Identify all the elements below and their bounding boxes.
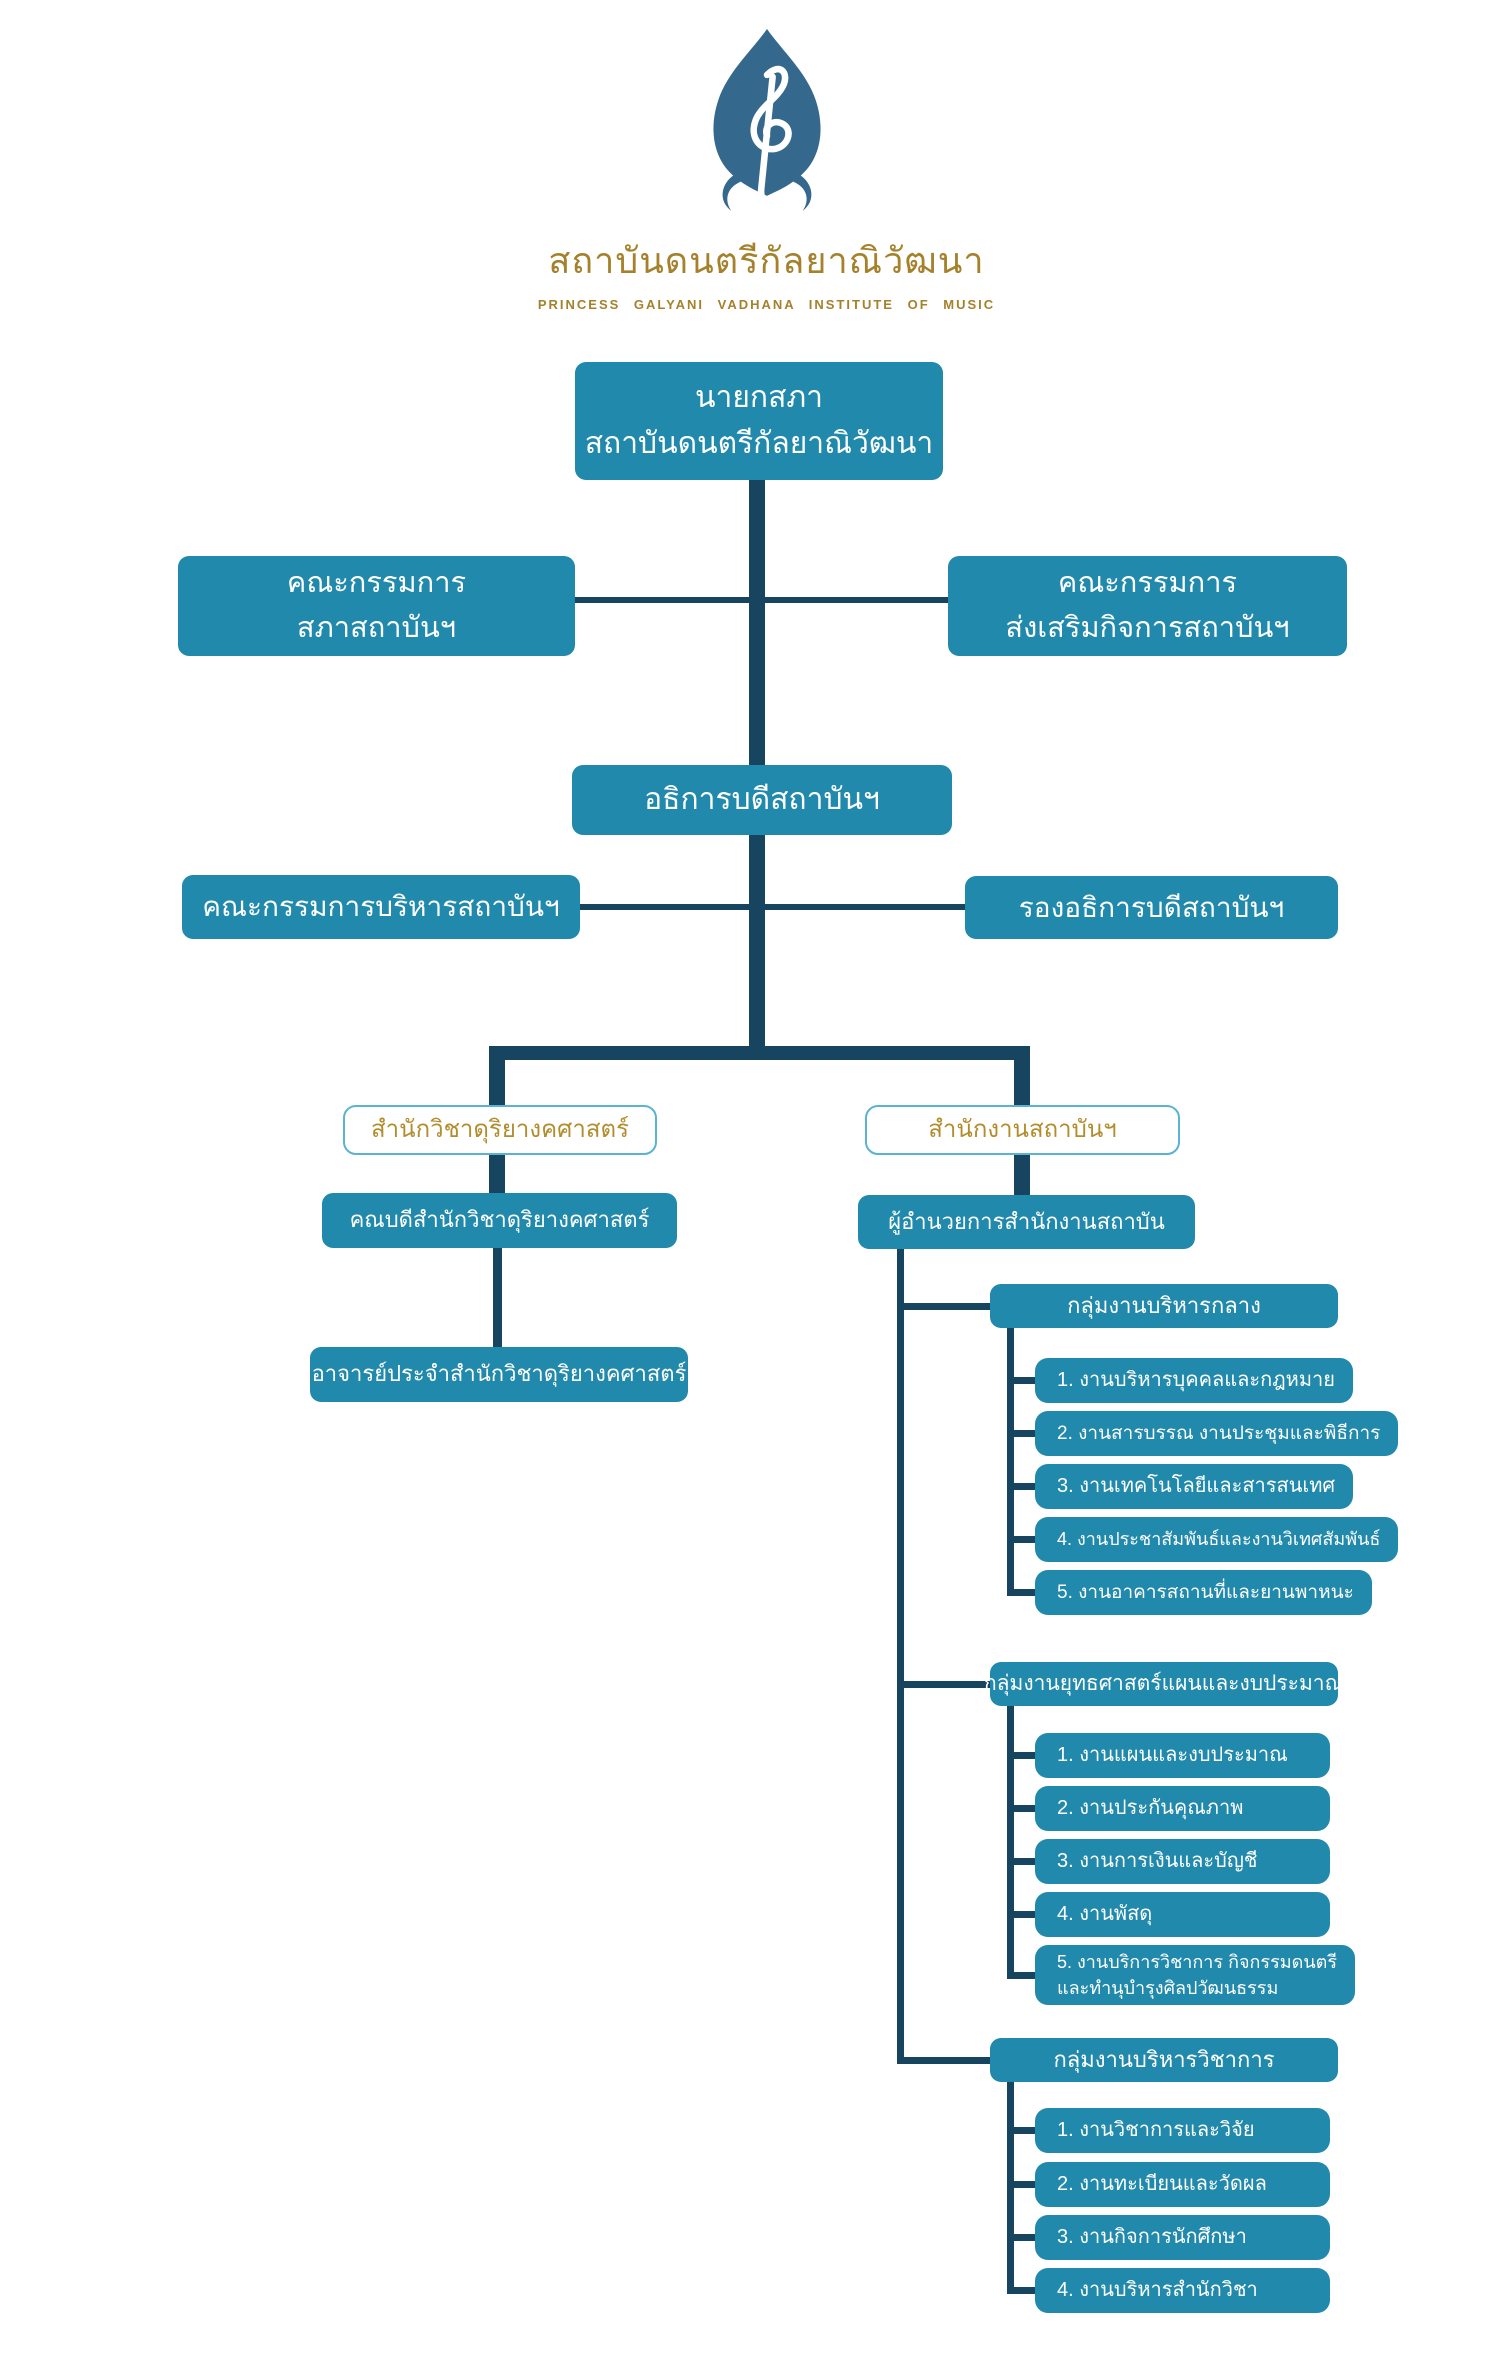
group-item: 4. งานพัสดุ bbox=[1035, 1892, 1330, 1937]
node-executive-committee: คณะกรรมการบริหารสถาบันฯ bbox=[182, 875, 580, 939]
group-item: 2. งานประกันคุณภาพ bbox=[1035, 1786, 1330, 1831]
connector-group2-stub bbox=[897, 1681, 990, 1688]
node-dean: คณบดีสำนักวิชาดุริยางคศาสตร์ bbox=[322, 1193, 677, 1248]
lotus-treble-clef-icon bbox=[712, 28, 821, 216]
node-promotion-committee: คณะกรรมการ ส่งเสริมกิจการสถาบันฯ bbox=[948, 556, 1347, 656]
group-item: 2. งานสารบรรณ งานประชุมและพิธีการ bbox=[1035, 1411, 1399, 1456]
group-item: 1. งานบริหารบุคคลและกฎหมาย bbox=[1035, 1358, 1353, 1403]
group-strategy-budget-header: กลุ่มงานยุทธศาสตร์แผนและงบประมาณ bbox=[984, 1662, 1344, 1706]
connector-row4-right bbox=[760, 904, 968, 910]
connector-row2-left bbox=[572, 597, 754, 603]
connector-item-stub bbox=[1007, 1483, 1037, 1490]
connector-branch-right-drop bbox=[1014, 1050, 1030, 1107]
node-institute-council-committee: คณะกรรมการ สภาสถาบันฯ bbox=[178, 556, 575, 656]
connector-item-stub bbox=[1007, 1805, 1037, 1812]
connector-branch-left-drop bbox=[489, 1050, 505, 1107]
institute-name-english: PRINCESS GALYANI VADHANA INSTITUTE OF MU… bbox=[537, 297, 996, 312]
institute-name-thai: สถาบันดนตรีกัลยาณิวัฒนา bbox=[548, 240, 985, 281]
connector-row4-left bbox=[576, 904, 754, 910]
connector-group1-stub bbox=[897, 1303, 990, 1310]
group-central-admin-header: กลุ่มงานบริหารกลาง bbox=[990, 1284, 1338, 1328]
connector-item-stub bbox=[1007, 1536, 1037, 1543]
connector-spine-top bbox=[749, 478, 765, 768]
group-item: 1. งานวิชาการและวิจัย bbox=[1035, 2108, 1330, 2153]
connector-group2-rail bbox=[1007, 1704, 1014, 1978]
node-vice-president: รองอธิการบดีสถาบันฯ bbox=[965, 876, 1338, 939]
group-item: 2. งานทะเบียนและวัดผล bbox=[1035, 2162, 1330, 2207]
brand-header: สถาบันดนตรีกัลยาณิวัฒนา PRINCESS GALYANI… bbox=[16, 26, 1501, 312]
connector-group1-rail bbox=[1007, 1326, 1014, 1592]
group-item: 3. งานกิจการนักศึกษา bbox=[1035, 2215, 1330, 2260]
connector-dean-lecturers bbox=[493, 1246, 502, 1349]
connector-row2-right bbox=[760, 597, 952, 603]
group-item: 4. งานประชาสัมพันธ์และงานวิเทศสัมพันธ์ bbox=[1035, 1517, 1399, 1562]
connector-item-stub bbox=[1007, 1972, 1037, 1979]
group-item: 3. งานการเงินและบัญชี bbox=[1035, 1839, 1330, 1884]
connector-item-stub bbox=[1007, 2181, 1037, 2188]
node-lecturers: อาจารย์ประจำสำนักวิชาดุริยางคศาสตร์ bbox=[310, 1347, 688, 1402]
connector-item-stub bbox=[1007, 2127, 1037, 2134]
connector-group3-stub bbox=[897, 2057, 990, 2064]
connector-office-header-stub bbox=[1014, 1153, 1030, 1197]
group-item: 4. งานบริหารสำนักวิชา bbox=[1035, 2268, 1330, 2313]
connector-spine-bottom bbox=[749, 832, 765, 1060]
connector-item-stub bbox=[1007, 1752, 1037, 1759]
connector-branch-bar bbox=[489, 1046, 1030, 1060]
group-item: 3. งานเทคโนโลยีและสารสนเทศ bbox=[1035, 1464, 1354, 1509]
group-item: 1. งานแผนและงบประมาณ bbox=[1035, 1733, 1330, 1778]
connector-item-stub bbox=[1007, 2287, 1037, 2294]
group-item: 5. งานบริการวิชาการ กิจกรรมดนตรี และทำนุ… bbox=[1035, 1945, 1355, 2005]
group-academic-admin-header: กลุ่มงานบริหารวิชาการ bbox=[990, 2038, 1338, 2082]
branch-institute-office-header: สำนักงานสถาบันฯ bbox=[865, 1105, 1180, 1155]
connector-item-stub bbox=[1007, 1858, 1037, 1865]
connector-item-stub bbox=[1007, 1589, 1037, 1596]
connector-item-stub bbox=[1007, 1377, 1037, 1384]
group-item: 5. งานอาคารสถานที่และยานพาหนะ bbox=[1035, 1570, 1372, 1615]
node-president: อธิการบดีสถาบันฯ bbox=[572, 765, 952, 835]
connector-school-header-stub bbox=[489, 1153, 505, 1195]
node-office-director: ผู้อำนวยการสำนักงานสถาบัน bbox=[858, 1195, 1195, 1249]
connector-office-drop bbox=[897, 1247, 904, 2064]
connector-item-stub bbox=[1007, 1911, 1037, 1918]
connector-item-stub bbox=[1007, 1430, 1037, 1437]
node-council-chairman: นายกสภา สถาบันดนตรีกัลยาณิวัฒนา bbox=[575, 362, 943, 480]
connector-item-stub bbox=[1007, 2234, 1037, 2241]
branch-school-of-music-header: สำนักวิชาดุริยางคศาสตร์ bbox=[343, 1105, 657, 1155]
